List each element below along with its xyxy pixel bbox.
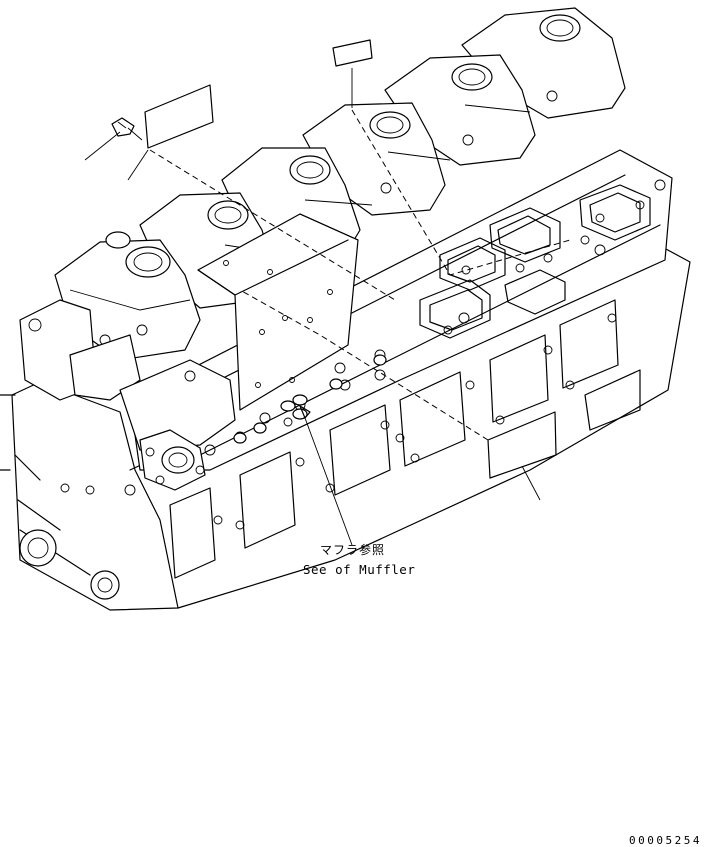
label-plate-upper (144, 84, 214, 149)
heat-shield-plate (197, 213, 359, 411)
cylinder-block (0, 234, 691, 611)
label-plate-side (487, 411, 557, 479)
muffler-reference-english: See of Muffler (303, 562, 416, 577)
label-plate-top (332, 39, 373, 67)
bolt-part (111, 117, 143, 141)
manifold-bolts (233, 354, 387, 444)
front-end (19, 299, 236, 496)
muffler-reference-japanese: マフラ参照 (320, 543, 386, 557)
leader-lines (84, 68, 571, 546)
drawing-number: 00005254 (629, 834, 702, 847)
